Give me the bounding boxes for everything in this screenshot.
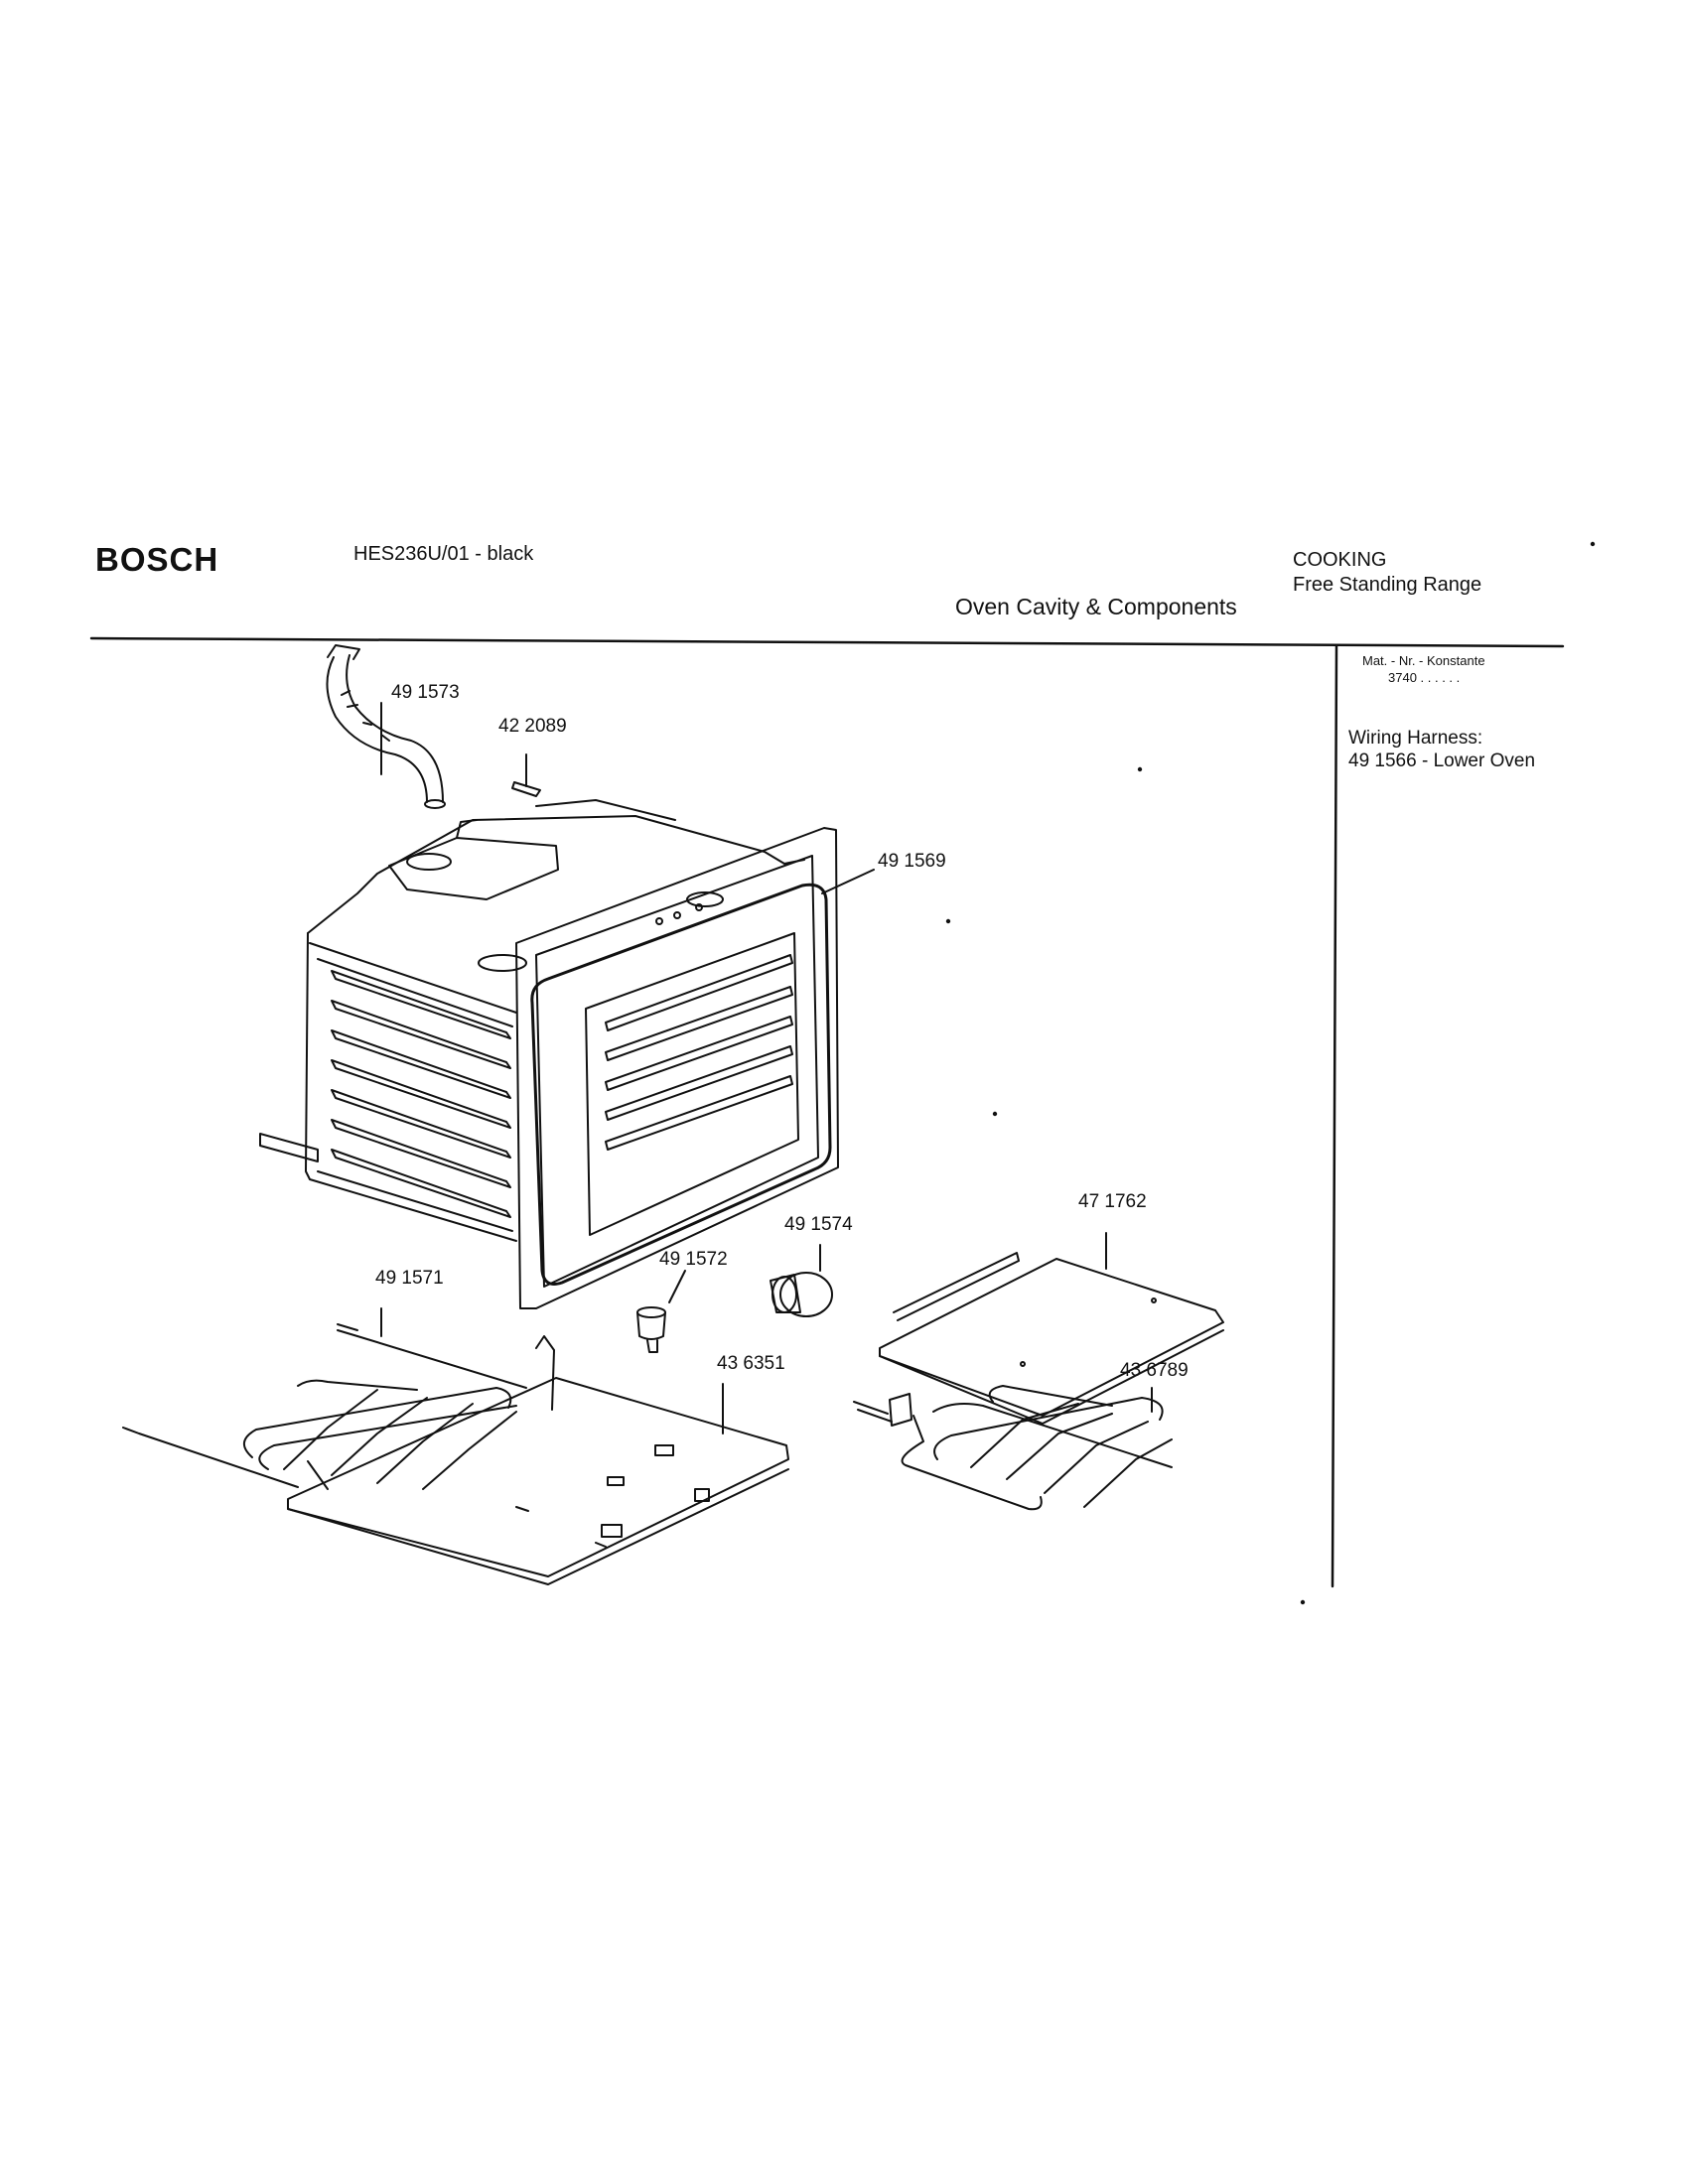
broil-element-part bbox=[853, 1385, 1173, 1511]
header-rule bbox=[89, 636, 1565, 648]
part-label-bake-element: 49 1571 bbox=[375, 1268, 444, 1289]
part-label-hose: 49 1573 bbox=[391, 682, 460, 703]
cover-plate-part bbox=[879, 1252, 1224, 1425]
clip-part bbox=[511, 753, 541, 797]
part-label-bottom-panel: 43 6351 bbox=[717, 1353, 785, 1374]
part-label-gasket: 49 1569 bbox=[878, 851, 946, 872]
leader-socket bbox=[668, 1270, 686, 1303]
part-label-socket: 49 1572 bbox=[659, 1249, 728, 1270]
part-label-broil-element: 43 6789 bbox=[1120, 1360, 1189, 1381]
sidebar-rule bbox=[1331, 644, 1338, 1588]
part-label-fan-motor: 49 1574 bbox=[784, 1214, 853, 1235]
hose-part bbox=[326, 644, 446, 809]
section-title: Oven Cavity & Components bbox=[955, 594, 1237, 619]
material-number-value: 3740 . . . . . . bbox=[1388, 670, 1461, 685]
bottom-panel-part bbox=[287, 1335, 789, 1585]
oven-cavity-part bbox=[259, 799, 839, 1309]
fan-motor-part bbox=[770, 1272, 833, 1317]
wiring-harness-title: Wiring Harness: bbox=[1348, 728, 1483, 749]
bake-element-part bbox=[122, 1323, 527, 1490]
part-label-cover-plate: 47 1762 bbox=[1078, 1191, 1147, 1212]
category: COOKING bbox=[1293, 549, 1387, 571]
brand-logo: BOSCH bbox=[95, 541, 219, 578]
part-label-clip: 42 2089 bbox=[498, 716, 567, 737]
subcategory: Free Standing Range bbox=[1293, 574, 1482, 596]
material-number-label: Mat. - Nr. - Konstante bbox=[1362, 653, 1485, 668]
leader-gasket bbox=[821, 869, 875, 894]
model-number: HES236U/01 - black bbox=[353, 543, 534, 565]
socket-part bbox=[636, 1306, 666, 1353]
wiring-harness-value: 49 1566 - Lower Oven bbox=[1348, 751, 1536, 771]
